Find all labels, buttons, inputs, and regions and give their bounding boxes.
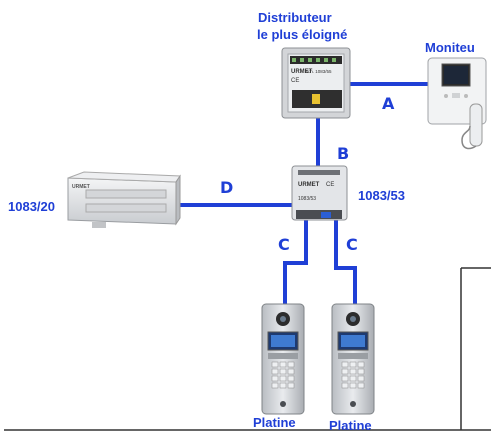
distributeur-label-line2: le plus éloigné bbox=[257, 27, 348, 42]
interface-device: URMET CE 1083/53 bbox=[291, 165, 348, 221]
power-supply-label: 1083/20 bbox=[8, 199, 55, 214]
segment-label-c-right: C bbox=[346, 235, 358, 254]
interface-label: 1083/53 bbox=[358, 188, 405, 203]
door-panel-right bbox=[331, 303, 375, 415]
frame-lines bbox=[4, 267, 491, 431]
distributor-device: URMET CE Sch. 1083/55 bbox=[281, 47, 351, 119]
platine-left-label: Platine bbox=[253, 415, 296, 430]
distributor-brand: URMET bbox=[291, 69, 313, 75]
distributor-ce: CE bbox=[291, 78, 299, 84]
interface-brand: URMET bbox=[298, 182, 320, 188]
segment-label-b: B bbox=[337, 144, 350, 163]
platine-right-label: Platine bbox=[329, 418, 372, 433]
monitor-device bbox=[427, 57, 487, 150]
power-supply-device: URMET bbox=[67, 171, 181, 228]
distributor-model: Sch. 1083/55 bbox=[305, 69, 332, 74]
power-supply-brand: URMET bbox=[72, 184, 90, 190]
segment-label-a: A bbox=[382, 94, 395, 113]
wire-c-right bbox=[334, 218, 357, 310]
interface-ce: CE bbox=[326, 182, 334, 188]
distributeur-label-line1: Distributeur bbox=[258, 10, 332, 25]
wire-c-left bbox=[283, 218, 308, 310]
moniteur-label: Moniteu bbox=[425, 40, 475, 55]
segment-label-c-left: C bbox=[278, 235, 290, 254]
door-panel-left bbox=[261, 303, 305, 415]
interface-model: 1083/53 bbox=[298, 196, 316, 202]
wires bbox=[179, 82, 430, 310]
segment-label-d: D bbox=[220, 178, 234, 197]
